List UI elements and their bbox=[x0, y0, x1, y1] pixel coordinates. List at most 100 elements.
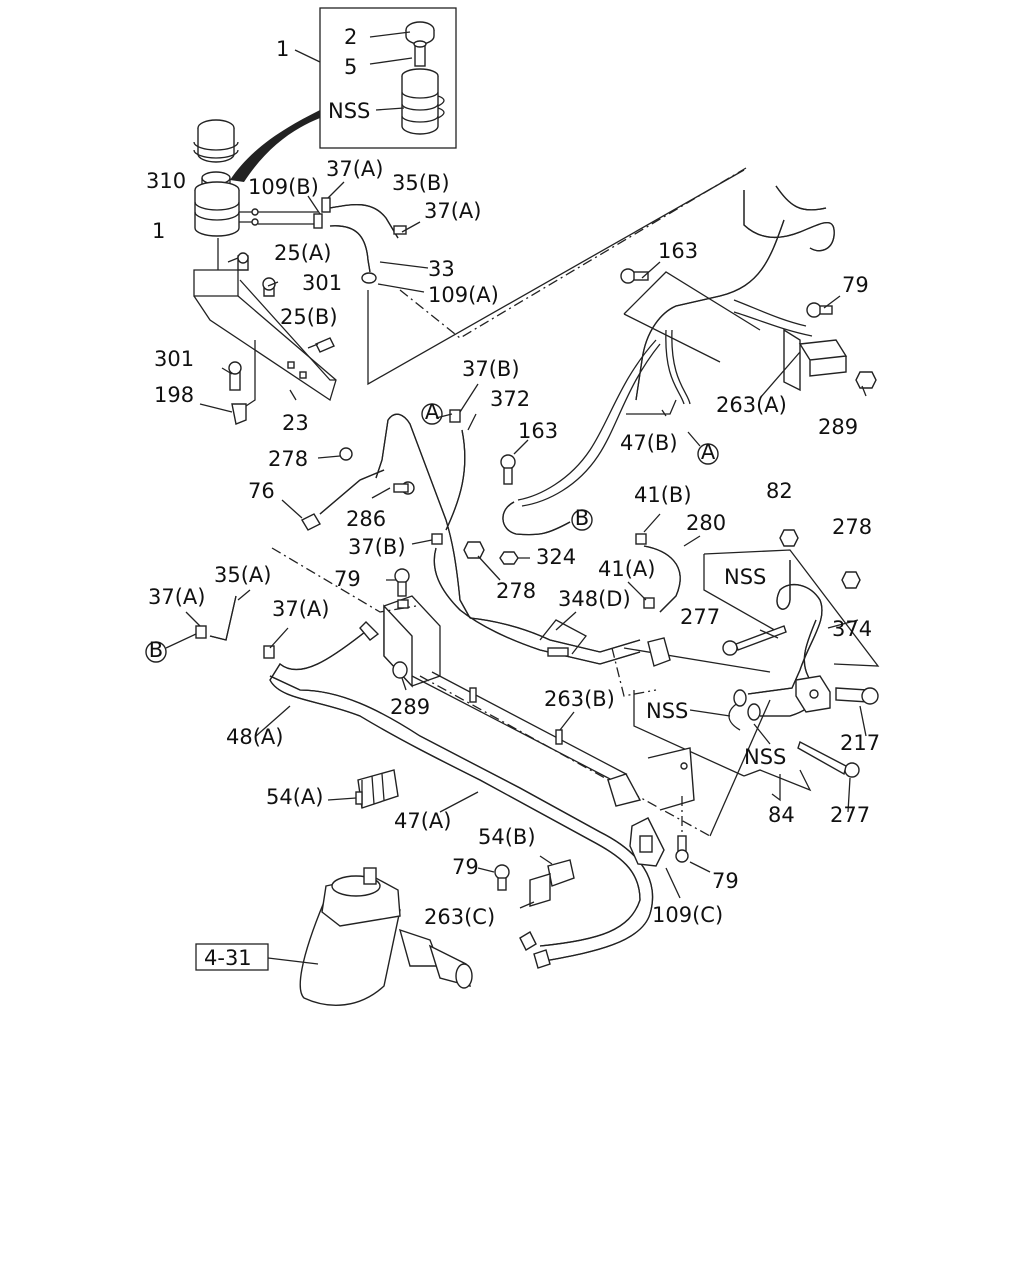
clamp-109b bbox=[313, 213, 323, 229]
reservoir-cap-inset bbox=[405, 21, 435, 45]
callout-41b: 41(B) bbox=[634, 483, 692, 507]
callout-277-2: 277 bbox=[830, 803, 870, 827]
nut-289-mid bbox=[392, 661, 408, 679]
filter-inset bbox=[401, 68, 445, 135]
callout-5: 5 bbox=[344, 55, 357, 79]
callout-1-mid: 1 bbox=[152, 219, 165, 243]
callout-B-1: B bbox=[575, 506, 589, 530]
tube-374 bbox=[728, 560, 823, 731]
callout-B-2: B bbox=[149, 638, 163, 662]
reservoir-tank bbox=[194, 171, 259, 237]
screw-inset bbox=[413, 40, 427, 67]
callout-25a: 25(A) bbox=[274, 241, 331, 265]
callout-263c: 263(C) bbox=[424, 905, 495, 929]
steering-gear bbox=[299, 867, 473, 1006]
callout-198: 198 bbox=[154, 383, 194, 407]
fitting-348-end bbox=[647, 637, 671, 667]
nut-278-mid bbox=[463, 541, 485, 559]
hose-280 bbox=[643, 545, 681, 613]
bracket-217 bbox=[795, 675, 831, 713]
callout-82: 82 bbox=[766, 479, 793, 503]
callout-278-2: 278 bbox=[832, 515, 872, 539]
bolt-277-lower bbox=[797, 740, 860, 778]
clamp-37a-left bbox=[195, 625, 207, 639]
callout-37a-1: 37(A) bbox=[326, 157, 383, 181]
callout-37a-3: 37(A) bbox=[148, 585, 205, 609]
bolt-25b bbox=[315, 337, 335, 353]
callout-79-2: 79 bbox=[334, 567, 361, 591]
callout-374: 374 bbox=[832, 617, 872, 641]
callout-217: 217 bbox=[840, 731, 880, 755]
clamp-37a-mid bbox=[263, 645, 275, 659]
bolt-301a bbox=[262, 277, 276, 297]
bolt-79-lower-right bbox=[675, 835, 689, 863]
bracket-263a bbox=[783, 328, 848, 392]
callout-348d: 348(D) bbox=[558, 587, 631, 611]
hose-35b bbox=[329, 203, 399, 239]
callout-47a: 47(A) bbox=[394, 809, 451, 833]
reference-label: 4-31 bbox=[204, 946, 252, 970]
inset-frame bbox=[319, 7, 457, 149]
callout-2: 2 bbox=[344, 25, 357, 49]
clamp-109a bbox=[361, 272, 377, 284]
nut-82 bbox=[779, 529, 799, 547]
callout-278-1: 278 bbox=[268, 447, 308, 471]
clamp-37b-lower bbox=[431, 533, 443, 545]
clamp-37b-upper bbox=[449, 409, 461, 423]
clamp-54a bbox=[355, 769, 399, 809]
callout-289-2: 289 bbox=[390, 695, 430, 719]
callout-23: 23 bbox=[282, 411, 309, 435]
callout-79-4: 79 bbox=[712, 869, 739, 893]
callout-37a-2: 37(A) bbox=[424, 199, 481, 223]
fitting-76 bbox=[301, 469, 385, 531]
callout-54a: 54(A) bbox=[266, 785, 323, 809]
reference-box bbox=[195, 943, 269, 971]
callout-289-1: 289 bbox=[818, 415, 858, 439]
bolt-163-mid bbox=[500, 454, 516, 485]
hose-35a bbox=[209, 595, 237, 641]
callout-301-1: 301 bbox=[302, 271, 342, 295]
nut-289-upper bbox=[855, 371, 877, 389]
nut-278-right bbox=[841, 571, 861, 589]
callout-109a: 109(A) bbox=[428, 283, 499, 307]
reservoir-bracket bbox=[193, 238, 337, 411]
callout-nss-r1: NSS bbox=[724, 565, 766, 589]
clamp-37a bbox=[321, 197, 331, 213]
bolt-25a bbox=[237, 252, 249, 271]
callout-25b: 25(B) bbox=[280, 305, 338, 329]
clip-198 bbox=[231, 403, 247, 425]
clamp-54b bbox=[529, 859, 575, 907]
nut-324 bbox=[499, 551, 519, 565]
bolt-217 bbox=[835, 687, 879, 705]
clamp-109c bbox=[629, 817, 665, 867]
callout-278-3: 278 bbox=[496, 579, 536, 603]
callout-A-1: A bbox=[425, 400, 440, 424]
callout-79-3: 79 bbox=[452, 855, 479, 879]
callout-263b: 263(B) bbox=[544, 687, 615, 711]
bolt-163-upper bbox=[620, 268, 649, 284]
tube-47b bbox=[517, 185, 835, 507]
clamp-41b bbox=[635, 533, 647, 545]
callout-35b: 35(B) bbox=[392, 171, 450, 195]
callout-wedge bbox=[230, 110, 320, 182]
clamp-37a-2 bbox=[393, 225, 407, 235]
callout-33: 33 bbox=[428, 257, 455, 281]
callout-109c: 109(C) bbox=[652, 903, 723, 927]
callout-37a-4: 37(A) bbox=[272, 597, 329, 621]
callout-37b-2: 37(B) bbox=[348, 535, 406, 559]
callout-nss-top: NSS bbox=[328, 99, 370, 123]
callout-41a: 41(A) bbox=[598, 557, 655, 581]
callout-324: 324 bbox=[536, 545, 576, 569]
bolt-277-upper bbox=[722, 625, 787, 656]
callout-35a: 35(A) bbox=[214, 563, 271, 587]
bolt-79-upper bbox=[806, 302, 833, 318]
callout-280: 280 bbox=[686, 511, 726, 535]
callout-301-2: 301 bbox=[154, 347, 194, 371]
callout-47b: 47(B) bbox=[620, 431, 678, 455]
callout-A-2: A bbox=[701, 440, 716, 464]
bolt-79-lower bbox=[494, 864, 510, 891]
reservoir-cap-310 bbox=[193, 119, 239, 163]
circle-B-1 bbox=[571, 509, 593, 531]
callout-84: 84 bbox=[768, 803, 795, 827]
